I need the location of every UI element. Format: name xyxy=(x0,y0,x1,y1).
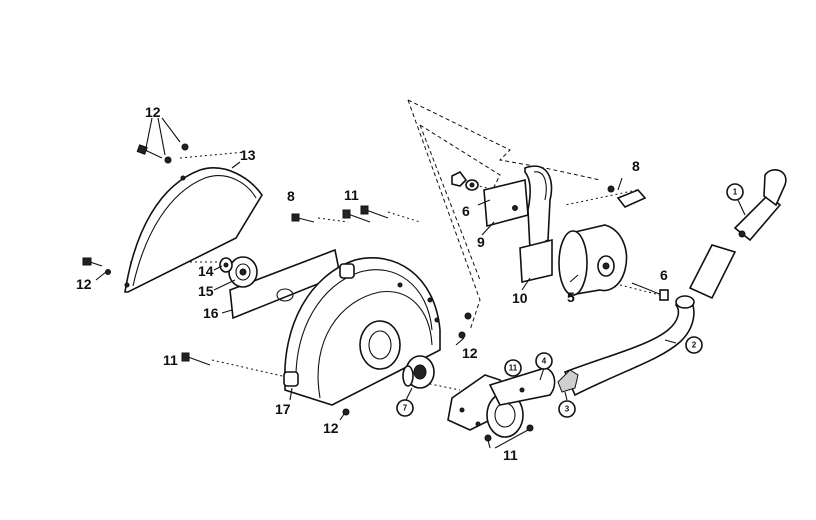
svg-text:11: 11 xyxy=(509,364,518,373)
callout-11: 11 xyxy=(504,359,522,377)
part-label-10: 10 xyxy=(512,290,528,306)
part-label-12-bottom: 12 xyxy=(323,420,339,436)
part-label-9: 9 xyxy=(477,234,485,250)
svg-text:7: 7 xyxy=(403,404,408,413)
svg-text:2: 2 xyxy=(692,341,697,350)
svg-text:4: 4 xyxy=(542,357,547,366)
part-label-12-mid: 12 xyxy=(462,345,478,361)
part-label-16: 16 xyxy=(203,305,219,321)
mounting-bracket xyxy=(483,179,529,228)
saw-guard-housing xyxy=(283,257,441,406)
part-label-11-top: 11 xyxy=(344,187,359,203)
gearbox-housing xyxy=(447,367,579,438)
handle-assembly xyxy=(563,169,787,397)
pulley-washer xyxy=(219,256,258,288)
hardware-bolts xyxy=(82,143,669,442)
part-label-6-right: 6 xyxy=(660,267,668,283)
part-number-labels: 12 13 8 11 12 14 15 16 11 17 12 12 6 9 1… xyxy=(76,104,668,463)
part-label-8-right: 8 xyxy=(632,158,640,174)
belt-cover xyxy=(124,167,263,293)
bracket-arm xyxy=(519,165,553,283)
part-label-15: 15 xyxy=(198,283,214,299)
leader-lines xyxy=(95,117,746,449)
svg-text:1: 1 xyxy=(733,188,738,197)
gear-hub xyxy=(402,355,435,389)
callout-4: 4 xyxy=(535,352,553,370)
svg-text:3: 3 xyxy=(565,405,570,414)
part-label-11-bottom: 11 xyxy=(503,447,518,463)
part-label-12-left: 12 xyxy=(76,276,92,292)
callout-2: 2 xyxy=(685,336,703,354)
callout-1: 1 xyxy=(726,183,744,201)
part-label-13: 13 xyxy=(240,147,256,163)
callout-7: 7 xyxy=(396,399,414,417)
part-label-14: 14 xyxy=(198,263,214,279)
roller-drum xyxy=(558,224,628,296)
callout-3: 3 xyxy=(558,400,576,418)
part-label-5: 5 xyxy=(567,289,575,305)
part-label-11-left: 11 xyxy=(163,352,178,368)
part-label-6-top: 6 xyxy=(462,203,470,219)
part-label-17: 17 xyxy=(275,401,291,417)
part-label-8-left: 8 xyxy=(287,188,295,204)
circled-callouts: 1 2 3 4 7 11 xyxy=(396,183,744,418)
part-label-12-top: 12 xyxy=(145,104,161,120)
